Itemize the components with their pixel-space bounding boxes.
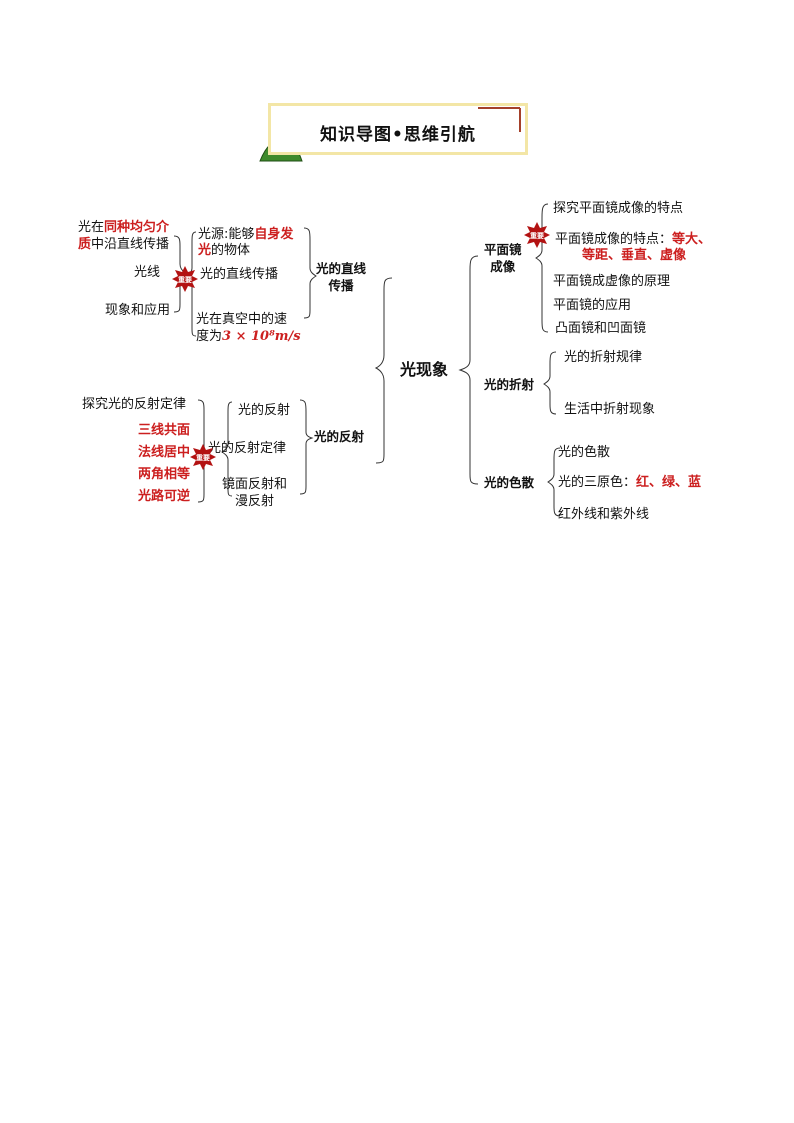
explore-reflection-law: 探究光的反射定律 xyxy=(82,397,187,412)
phenomena-applications: 现象和应用 xyxy=(105,303,171,318)
uniform-medium-post: 中沿直线传播 xyxy=(91,237,170,252)
rule-normal-middle: 法线居中 xyxy=(138,445,191,460)
rule-coplanar: 三线共面 xyxy=(138,423,191,438)
light-source-red: 自身发 xyxy=(254,227,294,242)
uniform-medium-l2: 质中沿直线传播 xyxy=(78,236,169,253)
mirror-features-pre: 平面镜成像的特点： xyxy=(555,232,673,247)
branch-straight-line-l1: 光的直线 xyxy=(316,261,367,276)
mirror-features-red1: 等大、 xyxy=(672,232,712,247)
light-source-pre: 光源:能够 xyxy=(198,227,255,242)
speed-prefix: 度为 xyxy=(196,329,223,344)
mirror-features-l1: 平面镜成像的特点：等大、 xyxy=(555,231,711,248)
speed-l2: 度为3 × 10⁸m/s xyxy=(196,328,301,345)
bookmark-icon xyxy=(478,107,521,132)
root-node: 光现象 xyxy=(400,360,449,379)
reflection-law-item: 光的反射定律 xyxy=(208,441,287,456)
uniform-medium-red: 同种均匀介 xyxy=(104,220,170,235)
primary-colors-red: 红、绿、蓝 xyxy=(636,475,702,490)
svg-text:重要: 重要 xyxy=(178,275,192,284)
branch-plane-mirror-l2: 成像 xyxy=(490,259,516,274)
uniform-medium-l1: 光在同种均匀介 xyxy=(78,219,169,236)
title-box: 知识导图•思维引航 xyxy=(268,103,528,155)
branch-straight-line-l2: 传播 xyxy=(328,278,354,293)
refraction-daily: 生活中折射现象 xyxy=(564,402,656,417)
light-source-def: 光源:能够自身发 xyxy=(198,226,293,243)
primary-colors-pre: 光的三原色： xyxy=(558,475,637,490)
dispersion-item: 光的色散 xyxy=(558,445,611,460)
light-source-post: 的物体 xyxy=(211,243,251,258)
svg-text:重要: 重要 xyxy=(196,453,210,462)
important-badge-icon: 重要 xyxy=(524,222,550,248)
refraction-law: 光的折射规律 xyxy=(564,350,643,365)
important-badge-icon: 重要 xyxy=(190,444,216,470)
mirror-features-red2: 等距、垂直、虚像 xyxy=(582,248,687,263)
branch-straight-line: 光的直线 传播 xyxy=(316,260,366,294)
primary-colors: 光的三原色：红、绿、蓝 xyxy=(558,474,701,491)
svg-text:重要: 重要 xyxy=(530,231,544,240)
straight-propagation: 光的直线传播 xyxy=(200,267,279,282)
branch-refraction: 光的折射 xyxy=(484,377,535,392)
page-title: 知识导图•思维引航 xyxy=(320,125,476,145)
convex-concave-mirror: 凸面镜和凹面镜 xyxy=(555,321,647,336)
important-badge-icon: 重要 xyxy=(172,266,198,292)
speed-l1: 光在真空中的速 xyxy=(196,312,288,327)
branch-plane-mirror-l1: 平面镜 xyxy=(484,242,522,257)
mirror-explore: 探究平面镜成像的特点 xyxy=(553,201,684,216)
rule-reversible: 光路可逆 xyxy=(138,489,191,504)
uniform-medium-red2: 质 xyxy=(78,237,92,252)
specular-diffuse-l2: 漫反射 xyxy=(235,494,275,509)
branch-reflection: 光的反射 xyxy=(314,429,365,444)
mirror-applications: 平面镜的应用 xyxy=(553,298,632,313)
specular-diffuse-l1: 镜面反射和 xyxy=(222,477,288,492)
light-source-def-l2: 光的物体 xyxy=(198,242,250,259)
light-ray: 光线 xyxy=(134,265,161,280)
speed-value: 3 × 10⁸m/s xyxy=(222,329,301,344)
mirror-virtual-principle: 平面镜成虚像的原理 xyxy=(553,274,671,289)
branch-dispersion: 光的色散 xyxy=(484,475,535,490)
reflection-item: 光的反射 xyxy=(238,403,291,418)
light-source-red2: 光 xyxy=(198,243,212,258)
specular-diffuse: 镜面反射和 漫反射 xyxy=(222,476,287,510)
rule-equal-angles: 两角相等 xyxy=(138,467,191,482)
uniform-medium-pre: 光在 xyxy=(78,220,105,235)
branch-plane-mirror: 平面镜 成像 xyxy=(484,241,522,275)
infrared-ultraviolet: 红外线和紫外线 xyxy=(558,507,650,522)
